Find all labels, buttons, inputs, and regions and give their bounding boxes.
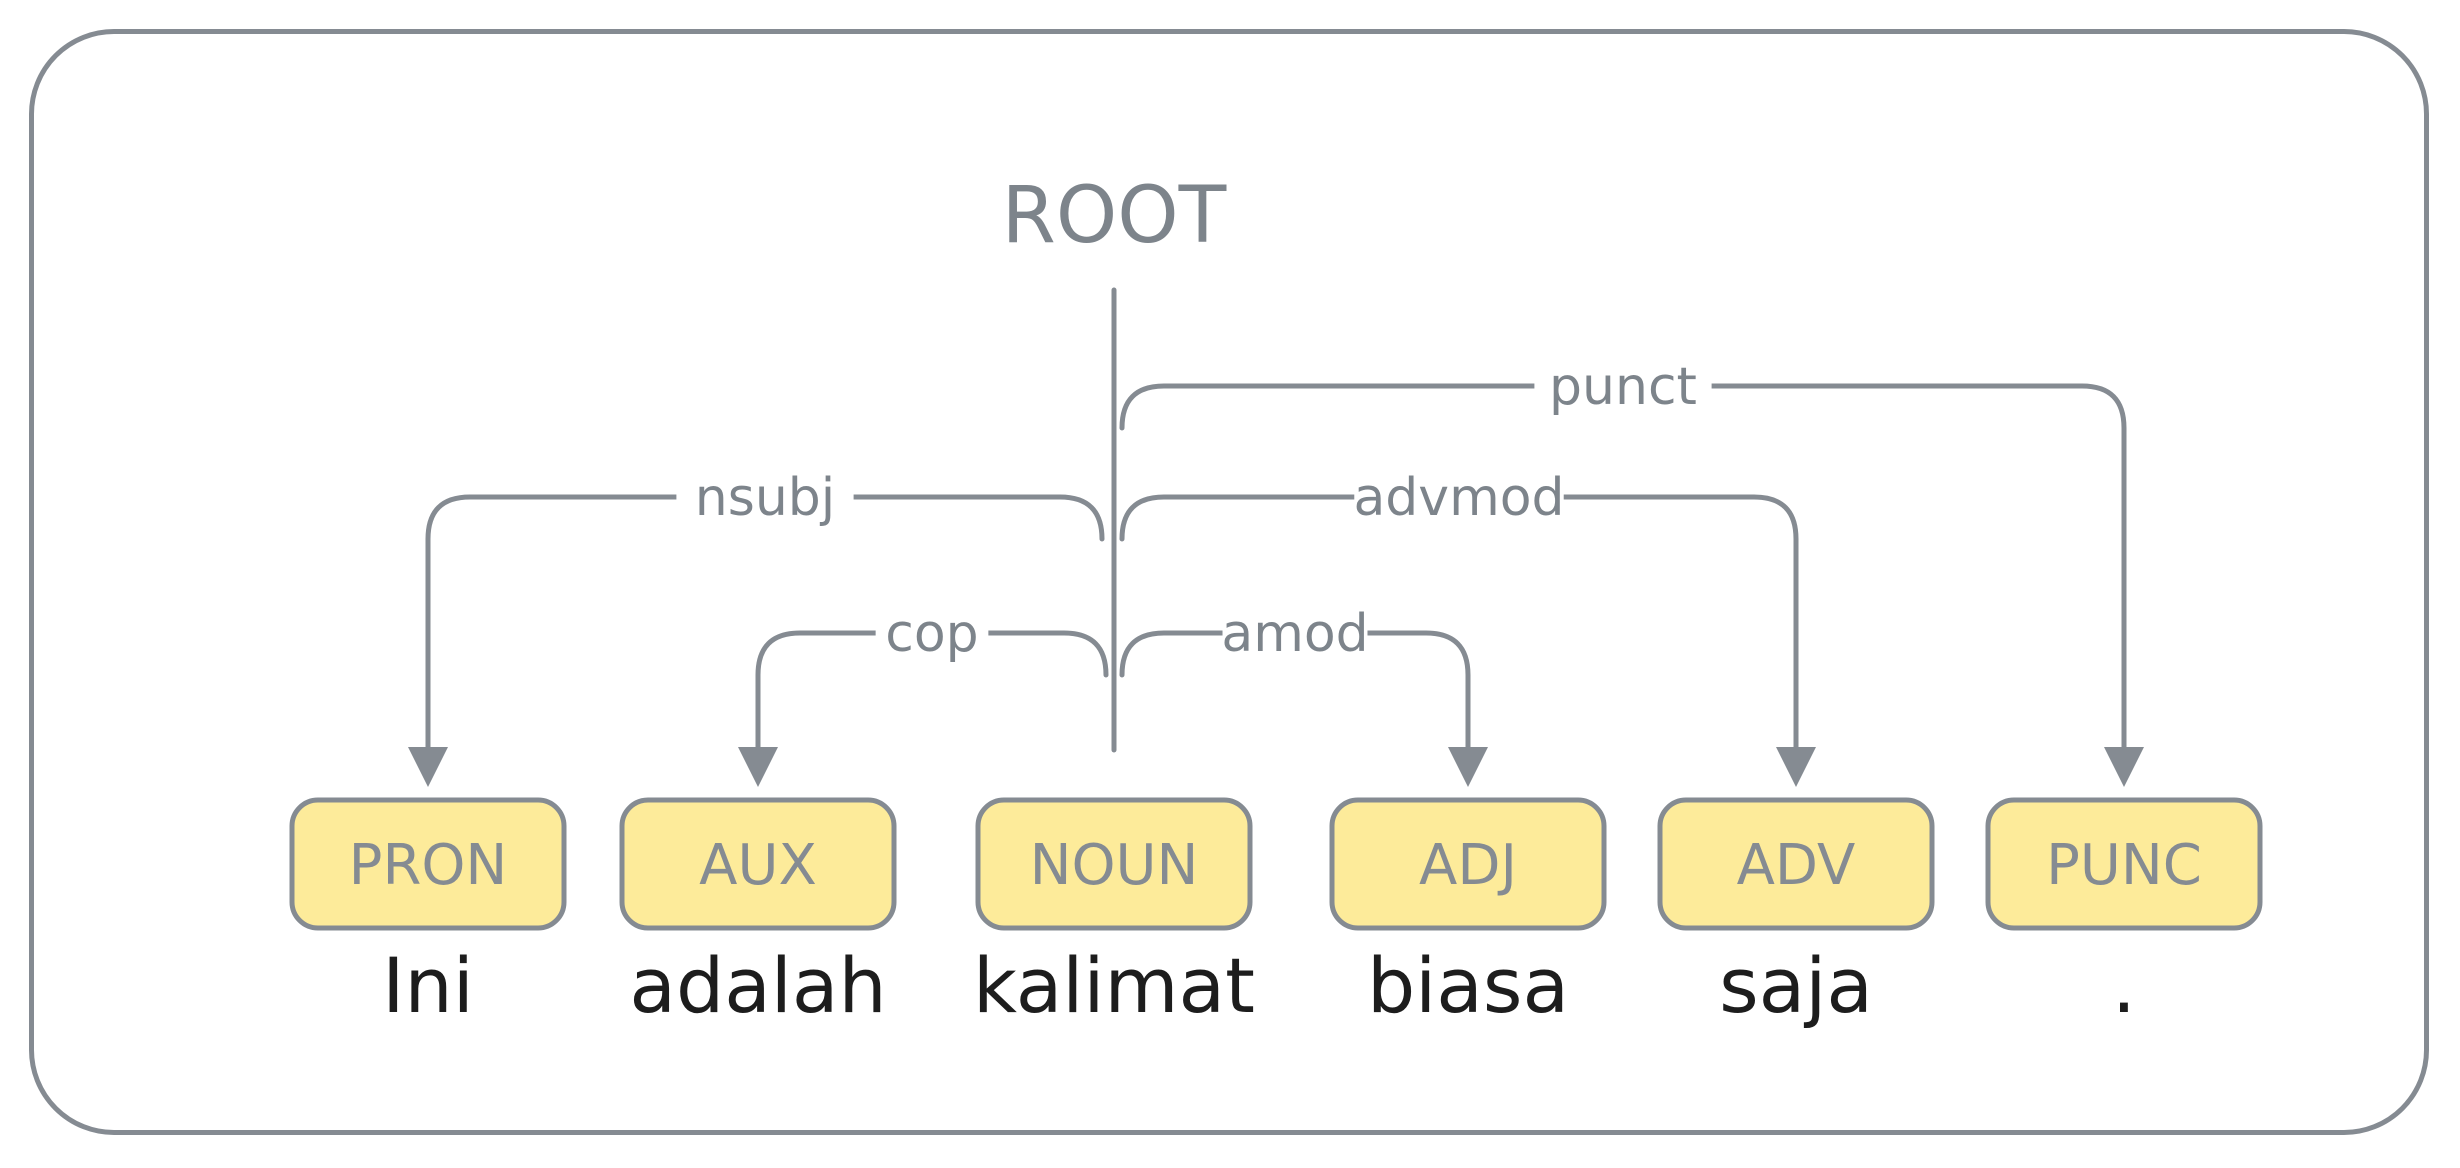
arrow-head-icon xyxy=(408,747,448,787)
token-5: PUNC. xyxy=(1985,797,2263,1030)
arc-line xyxy=(1119,494,1799,750)
pos-tag-label: ADV xyxy=(1737,833,1856,898)
pos-tag-box xyxy=(1985,797,2263,931)
pos-tag-label: ADJ xyxy=(1419,833,1517,898)
token-3: ADJ biasa xyxy=(1329,797,1607,1030)
pos-tag-label: AUX xyxy=(699,833,817,898)
word-label: Ini xyxy=(382,941,474,1030)
pos-tag-box xyxy=(975,797,1253,931)
arc-punct: punct xyxy=(1119,352,2144,787)
arc-label: advmod xyxy=(1353,468,1564,528)
word-label: . xyxy=(2112,941,2136,1030)
token-row: PRON Ini AUX adalah NOUN kalimat ADJ biasa ADV sa… xyxy=(289,797,2263,1030)
arc-label-background xyxy=(1222,599,1368,667)
token-4: ADV saja xyxy=(1657,797,1935,1030)
arc-nsubj: nsubj xyxy=(408,463,1105,787)
arc-line xyxy=(1119,383,2127,750)
figure-frame xyxy=(29,29,2429,1135)
arrow-head-icon xyxy=(1776,747,1816,787)
pos-tag-box xyxy=(619,797,897,931)
arc-line xyxy=(755,630,1109,750)
arc-line xyxy=(1119,630,1471,750)
pos-tag-box xyxy=(289,797,567,931)
arc-cop: cop xyxy=(738,599,1109,787)
pos-tag-box xyxy=(1329,797,1607,931)
pos-tag-box xyxy=(1657,797,1935,931)
arc-line xyxy=(425,494,1105,750)
arc-advmod: advmod xyxy=(1119,463,1816,787)
arrow-head-icon xyxy=(738,747,778,787)
word-label: kalimat xyxy=(973,941,1255,1030)
arc-label: nsubj xyxy=(695,468,835,528)
arrow-head-icon xyxy=(2104,747,2144,787)
arc-label-background xyxy=(1354,463,1564,531)
pos-tag-label: PRON xyxy=(349,833,508,898)
token-2: NOUN kalimat xyxy=(973,797,1255,1030)
arc-label-background xyxy=(875,599,989,667)
dependency-arcs: nsubj cop amod advmod punct xyxy=(408,352,2144,787)
word-label: biasa xyxy=(1367,941,1569,1030)
arc-amod: amod xyxy=(1119,599,1488,787)
word-label: saja xyxy=(1719,941,1873,1030)
arc-label-background xyxy=(676,463,854,531)
pos-tag-label: PUNC xyxy=(2046,833,2202,898)
arc-label: amod xyxy=(1221,604,1368,664)
root-label: ROOT xyxy=(1002,171,1227,261)
token-0: PRON Ini xyxy=(289,797,567,1030)
word-label: adalah xyxy=(629,941,886,1030)
arc-label: punct xyxy=(1549,357,1697,417)
token-1: AUX adalah xyxy=(619,797,897,1030)
arc-label: cop xyxy=(885,604,978,664)
pos-tag-label: NOUN xyxy=(1030,833,1199,898)
arrow-head-icon xyxy=(1448,747,1488,787)
arc-label-background xyxy=(1534,352,1712,420)
